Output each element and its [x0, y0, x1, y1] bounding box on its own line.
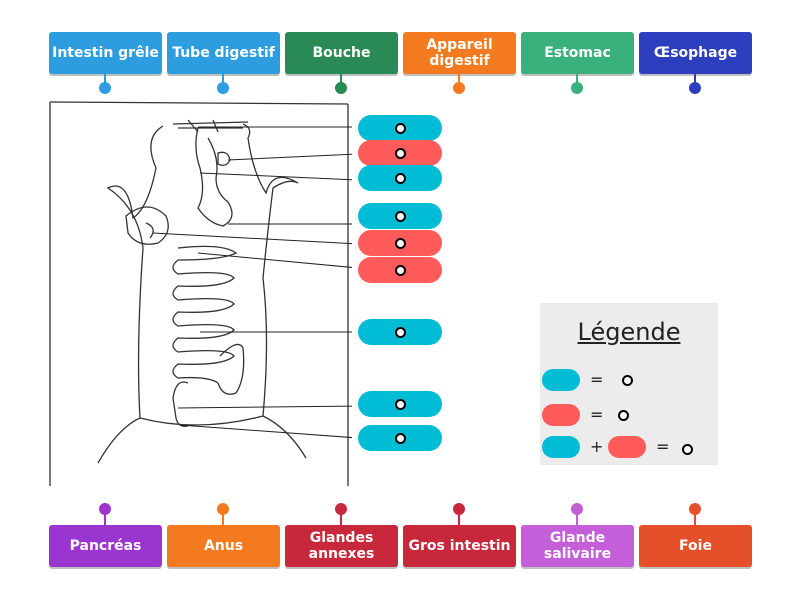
bottom-pin-5 — [694, 511, 696, 525]
top-pin-dot-4[interactable] — [571, 82, 583, 94]
bottom-pin-4 — [576, 511, 578, 525]
bottom-label-4[interactable]: Glande salivaire — [521, 525, 634, 567]
bottom-label-5[interactable]: Foie — [639, 525, 752, 567]
top-pin-4 — [576, 74, 578, 88]
bottom-pin-dot-1[interactable] — [217, 503, 229, 515]
top-label-5[interactable]: Œsophage — [639, 32, 752, 74]
bottom-pin-2 — [340, 511, 342, 525]
legend-equals-1: = — [590, 370, 604, 389]
bottom-pin-dot-5[interactable] — [689, 503, 701, 515]
legend-ring-1 — [622, 375, 633, 386]
answer-slot-8[interactable] — [358, 391, 442, 417]
top-pin-2 — [340, 74, 342, 88]
bottom-pin-dot-3[interactable] — [453, 503, 465, 515]
bottom-pin-dot-2[interactable] — [335, 503, 347, 515]
top-label-4[interactable]: Estomac — [521, 32, 634, 74]
legend-plus: + — [590, 437, 604, 456]
top-pin-3 — [458, 74, 460, 88]
answer-slot-4[interactable] — [358, 203, 442, 229]
answer-slot-ring — [395, 265, 406, 276]
bottom-pin-3 — [458, 511, 460, 525]
top-label-3[interactable]: Appareil digestif — [403, 32, 516, 74]
top-pin-dot-1[interactable] — [217, 82, 229, 94]
bottom-label-3[interactable]: Gros intestin — [403, 525, 516, 567]
answer-slot-6[interactable] — [358, 257, 442, 283]
top-pin-dot-2[interactable] — [335, 82, 347, 94]
answer-slot-3[interactable] — [358, 165, 442, 191]
answer-slot-7[interactable] — [358, 319, 442, 345]
answer-slot-ring — [395, 123, 406, 134]
legend-red-pill — [542, 404, 580, 426]
answer-slot-ring — [395, 148, 406, 159]
top-label-1[interactable]: Tube digestif — [167, 32, 280, 74]
bottom-pin-dot-4[interactable] — [571, 503, 583, 515]
legend-equals-3: = — [656, 437, 670, 456]
top-pin-dot-3[interactable] — [453, 82, 465, 94]
answer-slot-ring — [395, 399, 406, 410]
legend-equals-2: = — [590, 405, 604, 424]
top-pin-1 — [222, 74, 224, 88]
bottom-label-0[interactable]: Pancréas — [49, 525, 162, 567]
bottom-pin-1 — [222, 511, 224, 525]
legend-ring-3 — [682, 444, 693, 455]
bottom-pin-dot-0[interactable] — [99, 503, 111, 515]
answer-slot-9[interactable] — [358, 425, 442, 451]
legend-title: Légende — [577, 318, 681, 346]
top-label-2[interactable]: Bouche — [285, 32, 398, 74]
top-pin-0 — [104, 74, 106, 88]
answer-slot-2[interactable] — [358, 140, 442, 166]
top-pin-dot-5[interactable] — [689, 82, 701, 94]
answer-slot-ring — [395, 211, 406, 222]
answer-slot-ring — [395, 238, 406, 249]
legend-blue-pill-2 — [542, 436, 580, 458]
legend-ring-2 — [618, 410, 629, 421]
top-pin-dot-0[interactable] — [99, 82, 111, 94]
top-pin-5 — [694, 74, 696, 88]
legend-red-pill-2 — [608, 436, 646, 458]
answer-slot-ring — [395, 327, 406, 338]
answer-slot-5[interactable] — [358, 230, 442, 256]
bottom-label-1[interactable]: Anus — [167, 525, 280, 567]
answer-slot-1[interactable] — [358, 115, 442, 141]
bottom-pin-0 — [104, 511, 106, 525]
legend-blue-pill — [542, 369, 580, 391]
legend-box: Légende = = + = — [540, 303, 718, 465]
digestive-system-diagram — [49, 101, 352, 486]
bottom-label-2[interactable]: Glandes annexes — [285, 525, 398, 567]
top-label-0[interactable]: Intestin grêle — [49, 32, 162, 74]
answer-slot-ring — [395, 433, 406, 444]
answer-slot-ring — [395, 173, 406, 184]
